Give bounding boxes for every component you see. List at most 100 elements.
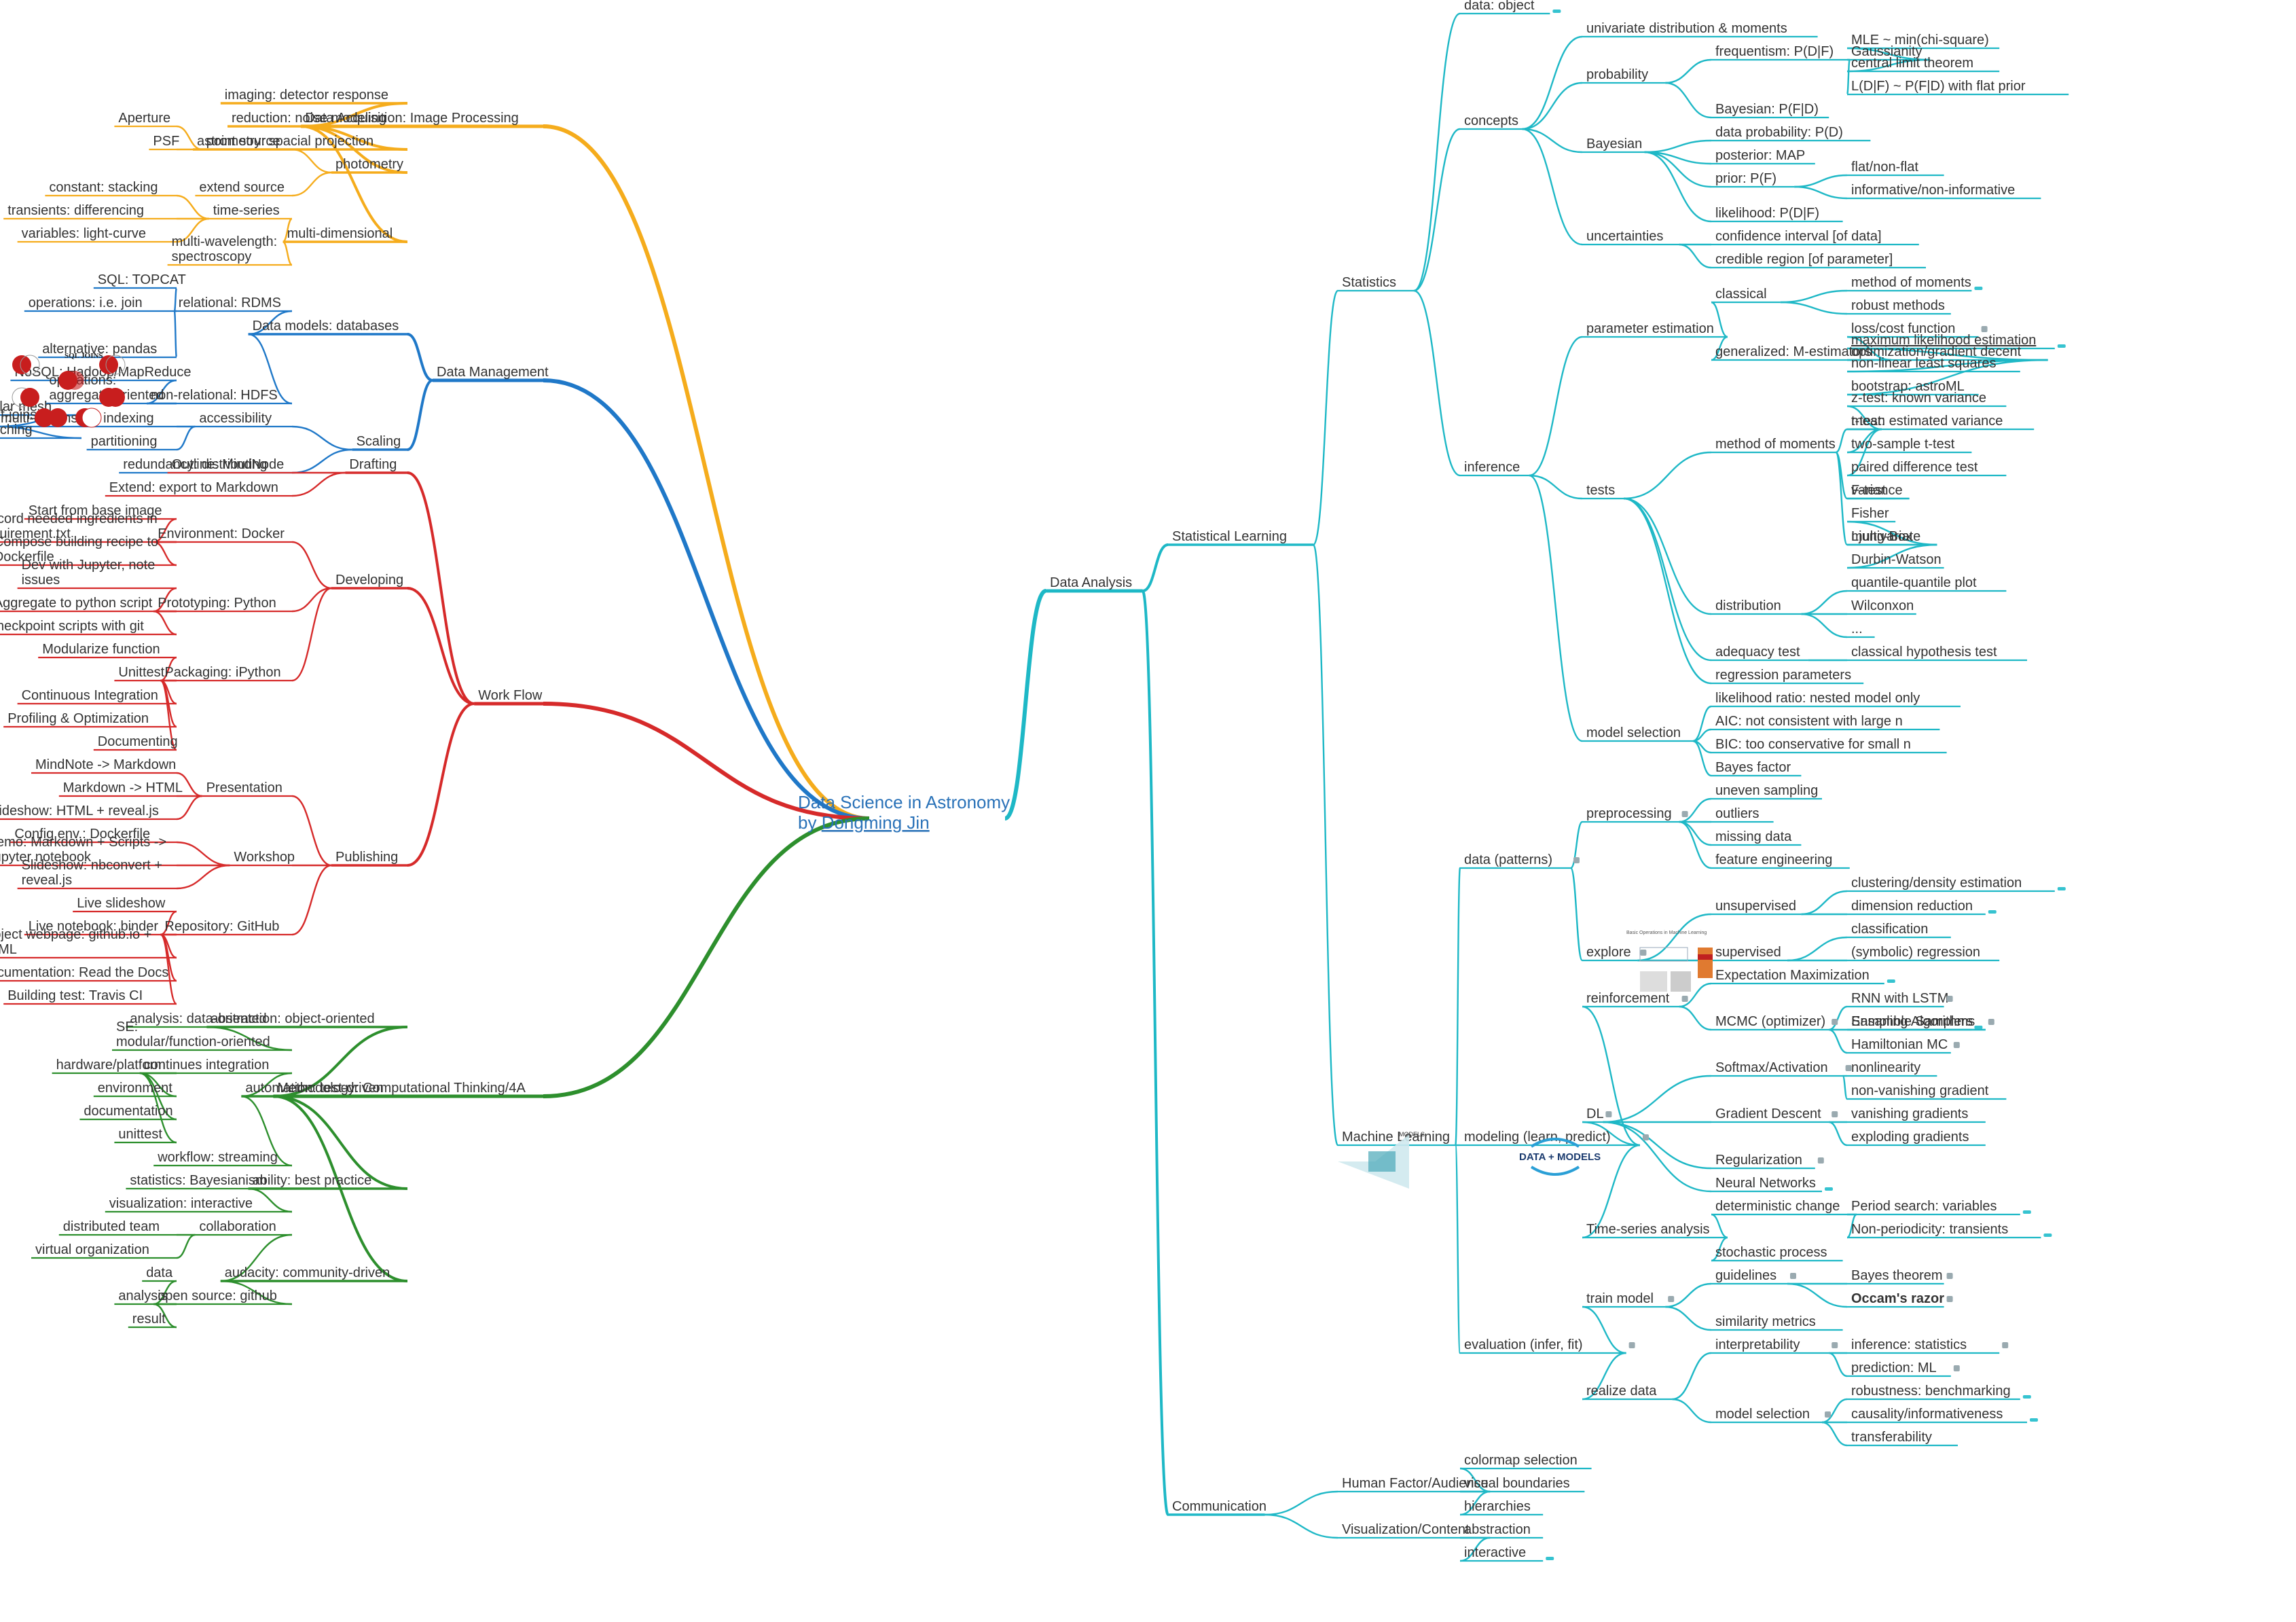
link-icon[interactable] [1552, 10, 1561, 13]
node-me31[interactable]: statistics: Bayesianism [130, 1173, 266, 1188]
node-wf11[interactable]: Outline: MindNode [172, 457, 285, 472]
link-icon[interactable] [1887, 979, 1895, 983]
node-st3221[interactable]: quantile-quantile plot [1851, 575, 1977, 590]
node-me41[interactable]: collaboration [199, 1219, 276, 1234]
node-st2[interactable]: concepts [1464, 113, 1518, 128]
node-st221[interactable]: frequentism: P(D|F) [1715, 44, 1834, 59]
note-icon[interactable] [1640, 950, 1647, 956]
link-icon[interactable] [2057, 344, 2066, 348]
link-icon[interactable] [1974, 287, 1983, 290]
node-st22112[interactable]: central limit theorem [1851, 56, 1973, 71]
node-ml224[interactable]: Neural Networks [1715, 1176, 1816, 1191]
node-cm11[interactable]: colormap selection [1464, 1453, 1578, 1468]
node-mg22[interactable]: redundancy: distributing [123, 457, 267, 472]
node-mg212[interactable]: partitioning [91, 434, 158, 449]
node-wf313[interactable]: Slideshow: HTML + reveal.js [0, 804, 159, 818]
note-icon[interactable] [1817, 1157, 1824, 1164]
node-ml2311[interactable]: Period search: variables [1851, 1199, 1997, 1214]
node-ml3112[interactable]: Occam's razor [1851, 1291, 1944, 1306]
node-me3[interactable]: ability: best practice [253, 1173, 372, 1188]
node-st334[interactable]: Bayes factor [1715, 760, 1791, 775]
node-wf1[interactable]: Drafting [349, 457, 397, 472]
node-ml112[interactable]: outliers [1715, 806, 1759, 821]
note-icon[interactable] [1643, 1134, 1649, 1140]
node-st3[interactable]: inference [1464, 460, 1520, 475]
node-wf23[interactable]: Packaging: iPython [164, 665, 280, 680]
node-st3212[interactable]: variance [1851, 483, 1903, 498]
node-cm21[interactable]: abstraction [1464, 1522, 1531, 1537]
node-ml21[interactable]: reinforcement [1586, 991, 1670, 1006]
node-cm1[interactable]: Human Factor/Audience [1342, 1476, 1489, 1491]
node-ml111[interactable]: uneven sampling [1715, 783, 1818, 798]
node-mg113[interactable]: alternative: pandas [42, 342, 157, 357]
node-acq512[interactable]: transients: differencing [7, 203, 144, 218]
node-da[interactable]: Data Analysis [1050, 575, 1132, 590]
note-icon[interactable] [1681, 811, 1688, 817]
node-me4[interactable]: audacity: community-driven [225, 1265, 390, 1280]
node-ml2221[interactable]: vanishing gradients [1851, 1106, 1968, 1121]
note-icon[interactable] [1832, 1111, 1838, 1117]
node-ml222[interactable]: Gradient Descent [1715, 1106, 1821, 1121]
node-st23[interactable]: Bayesian [1586, 137, 1642, 151]
node-st31222[interactable]: non-linear least squares [1851, 356, 1996, 371]
node-wf33[interactable]: Repository: GitHub [164, 919, 279, 934]
node-ml32[interactable]: realize data [1586, 1384, 1657, 1399]
node-st331[interactable]: likelihood ratio: nested model only [1715, 691, 1920, 706]
link-icon[interactable] [2030, 1418, 2038, 1422]
node-me211[interactable]: hardware/platform [56, 1058, 166, 1073]
node-st31223[interactable]: bootstrap: astroML [1851, 379, 1965, 394]
node-wf312[interactable]: Markdown -> HTML [63, 780, 183, 795]
data-models-thumb[interactable]: DATA + MODELS [1519, 1138, 1601, 1176]
node-st3112[interactable]: robust methods [1851, 298, 1945, 313]
link-icon[interactable] [2022, 1210, 2031, 1214]
node-wf21[interactable]: Environment: Docker [158, 526, 285, 541]
node-wf223[interactable]: Checkpoint scripts with git [0, 619, 144, 634]
node-st232[interactable]: posterior: MAP [1715, 148, 1805, 163]
node-st332[interactable]: AIC: not consistent with large n [1715, 714, 1903, 729]
sql-joins-thumb[interactable]: SQL JOINS [12, 352, 126, 428]
node-ml321[interactable]: interpretability [1715, 1337, 1800, 1352]
node-wf[interactable]: Work Flow [478, 688, 543, 703]
node-wf212[interactable]: Record needed ingredients inrequirement.… [0, 511, 158, 541]
node-acq3[interactable]: astrometry: spacial projection [197, 134, 373, 149]
node-ml21221[interactable]: Ensamble Samplers [1851, 1014, 1973, 1029]
node-st241[interactable]: confidence interval [of data] [1715, 229, 1882, 244]
node-mg12[interactable]: non-relational: HDFS [151, 388, 278, 403]
link-icon[interactable] [2057, 887, 2066, 890]
node-ml22[interactable]: DL [1586, 1106, 1604, 1121]
node-mg2[interactable]: Scaling [357, 434, 401, 449]
node-ml2121[interactable]: RNN with LSTM [1851, 991, 1948, 1006]
note-icon[interactable] [1628, 1342, 1635, 1348]
note-icon[interactable] [1832, 1342, 1838, 1348]
node-ml312[interactable]: similarity metrics [1715, 1314, 1816, 1329]
node-st32111[interactable]: z-test: known variance [1851, 391, 1986, 406]
node-me412[interactable]: virtual organization [35, 1242, 149, 1257]
node-wf22[interactable]: Prototyping: Python [158, 596, 276, 611]
note-icon[interactable] [1953, 1042, 1960, 1048]
node-st3231[interactable]: classical hypothesis test [1851, 645, 1997, 660]
node-st32133[interactable]: Durbin-Watson [1851, 552, 1942, 567]
node-ml212[interactable]: MCMC (optimizer) [1715, 1014, 1825, 1029]
node-wf213[interactable]: Compose building recipe toDockerfile [0, 535, 158, 564]
node-ml23[interactable]: Time-series analysis [1586, 1222, 1710, 1237]
node-st2211[interactable]: Gaussianity [1851, 44, 1923, 59]
node-wf231[interactable]: Modularize function [42, 642, 160, 657]
note-icon[interactable] [1988, 1019, 1994, 1025]
note-icon[interactable] [1668, 1296, 1675, 1302]
node-wf321[interactable]: Config env.: Dockerfile [14, 827, 150, 842]
node-me213[interactable]: documentation [84, 1104, 172, 1119]
node-st3213[interactable]: multivariate [1851, 529, 1920, 544]
node-me411[interactable]: distributed team [63, 1219, 160, 1234]
node-wf311[interactable]: MindNote -> Markdown [35, 757, 176, 772]
node-ml311[interactable]: guidelines [1715, 1268, 1776, 1283]
node-ml3221[interactable]: robustness: benchmarking [1851, 1384, 2011, 1399]
node-st22[interactable]: probability [1586, 67, 1648, 82]
node-st233[interactable]: prior: P(F) [1715, 171, 1776, 186]
node-st[interactable]: Statistics [1342, 275, 1396, 290]
node-wf232[interactable]: Unittest [118, 665, 164, 680]
node-ml231[interactable]: deterministic change [1715, 1199, 1840, 1214]
note-icon[interactable] [2002, 1342, 2009, 1348]
node-mg21[interactable]: accessibility [199, 411, 272, 426]
node-me22[interactable]: workflow: streaming [157, 1150, 278, 1165]
node-ml12[interactable]: explore [1586, 945, 1631, 960]
